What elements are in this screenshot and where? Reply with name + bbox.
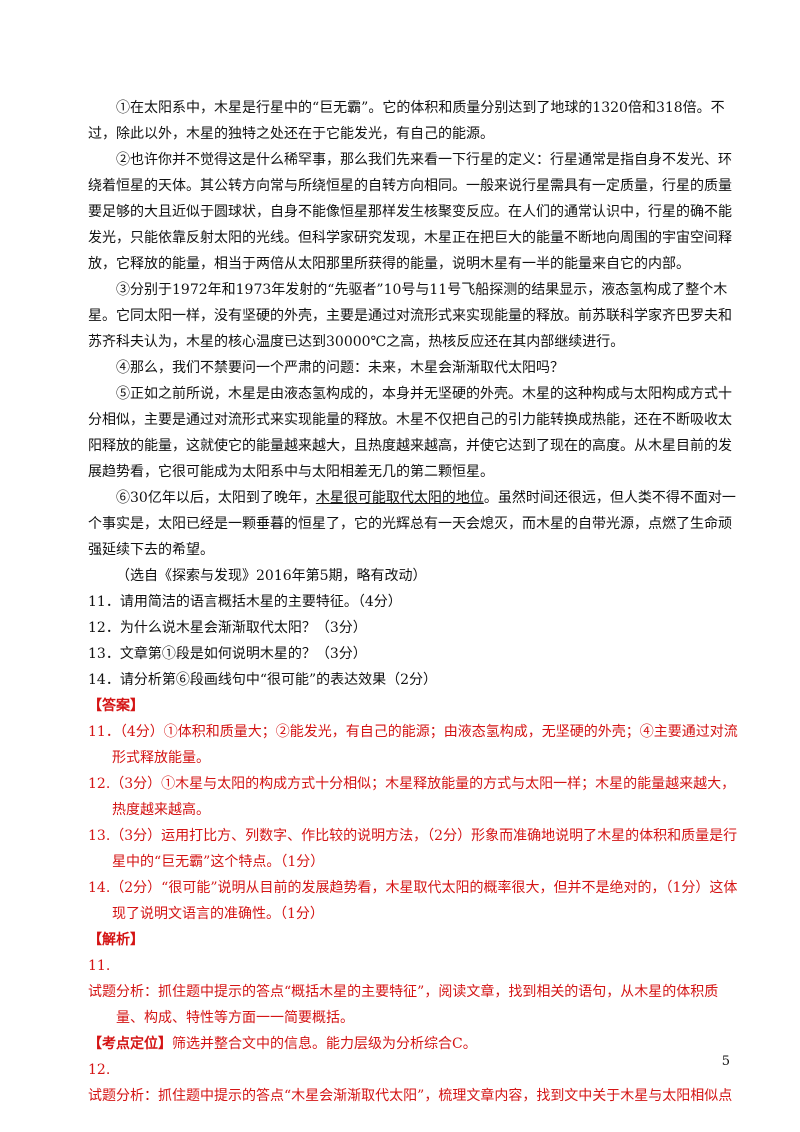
answer-13: 13.（3分）运用打比方、列数字、作比较的说明方法，（2分）形象而准确地说明了木… [88,828,738,870]
passage-paragraph-3: ③分别于1972年和1973年发射的“先驱者”10号与11号飞船探测的结果显示，… [88,282,732,350]
kaodian-text: 筛选并整合文中的信息。能力层级为分析综合C。 [172,1036,477,1052]
analysis-12: 试题分析：抓住题中提示的答点“木星会渐渐取代太阳”，梳理文章内容，找到文中关于木… [88,1088,733,1104]
passage-paragraph-5: ⑤正如之前所说，木星是由液态氢构成的，本身并无坚硬的外壳。木星的这种构成与太阳构… [88,386,732,480]
question-13: 13．文章第①段是如何说明木星的？（3分） [88,646,367,662]
analysis-number-12: 12. [88,1062,111,1078]
question-12: 12．为什么说木星会渐渐取代太阳？（3分） [88,620,367,636]
kaodian-11: 【考点定位】筛选并整合文中的信息。能力层级为分析综合C。 [88,1031,738,1057]
question-14: 14．请分析第⑥段画线句中“很可能”的表达效果（2分） [88,672,438,688]
answer-header: 【答案】 [88,698,144,714]
analysis-header: 【解析】 [88,932,144,948]
p6-before: ⑥30亿年以后，太阳到了晚年， [116,490,316,506]
passage-paragraph-4: ④那么，我们不禁要问一个严肃的问题：未来，木星会渐渐取代太阳吗？ [116,360,564,376]
passage-paragraph-6: ⑥30亿年以后，太阳到了晚年，木星很可能取代太阳的地位。虽然时间还很远，但人类不… [88,485,738,563]
answer-11: 11．（4分）①体积和质量大；②能发光，有自己的能源；由液态氢构成，无坚硬的外壳… [88,724,738,766]
answer-12: 12.（3分）①木星与太阳的构成方式十分相似；木星释放能量的方式与太阳一样；木星… [88,776,736,818]
source-citation: （选自《探索与发现》2016年第5期，略有改动） [116,568,427,584]
analysis-number-11: 11. [88,958,111,974]
kaodian-label: 【考点定位】 [88,1036,172,1052]
underlined-sentence: 木星很可能取代太阳的地位 [315,490,484,506]
passage-paragraph-1: ①在太阳系中，木星是行星中的“巨无霸”。它的体积和质量分别达到了地球的1320倍… [88,100,725,142]
p6-after: 。虽然时间还很远，但人类不得不面对一个事实是，太阳已经是一颗垂暮的恒星了，它的光… [88,490,736,558]
answer-14: 14.（2分）“很可能”说明从目前的发展趋势看，木星取代太阳的概率很大，但并不是… [88,880,738,922]
question-11: 11．请用简洁的语言概括木星的主要特征。（4分） [88,594,402,610]
analysis-11: 试题分析：抓住题中提示的答点“概括木星的主要特征”，阅读文章，找到相关的语句，从… [88,984,719,1026]
page-number: 5 [721,1054,730,1069]
document-page: ①在太阳系中，木星是行星中的“巨无霸”。它的体积和质量分别达到了地球的1320倍… [88,95,738,1109]
passage-paragraph-2: ②也许你并不觉得这是什么稀罕事，那么我们先来看一下行星的定义：行星通常是指自身不… [88,152,732,272]
